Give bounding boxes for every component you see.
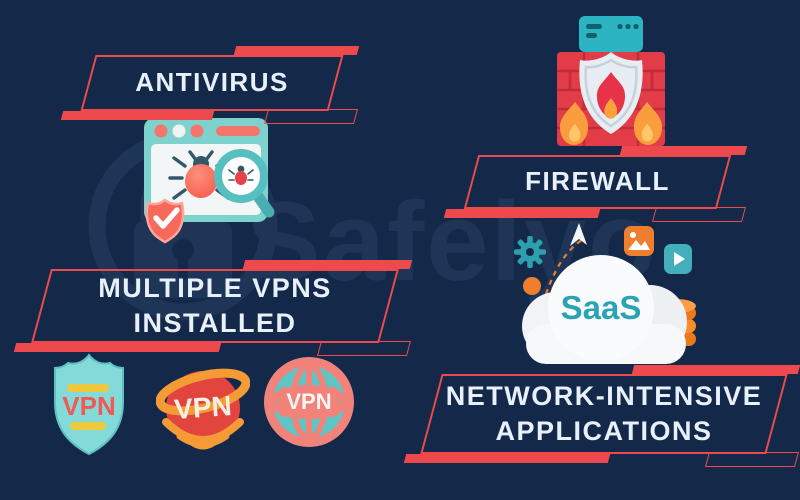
network-apps-label: NETWORK-INTENSIVE APPLICATIONS xyxy=(445,380,763,446)
browser-malware-scan-icon xyxy=(144,118,275,244)
shield-flame-icon xyxy=(579,52,643,134)
orange-dot xyxy=(523,277,541,295)
multiple-vpns-banner: MULTIPLE VPNS INSTALLED xyxy=(13,260,413,356)
vpn-label: VPN xyxy=(62,391,115,421)
vpn-label: VPN xyxy=(173,390,233,425)
play-video-icon xyxy=(664,244,692,274)
growth-arc xyxy=(544,239,583,295)
flame-left-icon xyxy=(559,102,589,145)
antivirus-banner: ANTIVIRUS xyxy=(60,46,360,124)
antivirus-label: ANTIVIRUS xyxy=(135,67,289,98)
saas-label: SaaS xyxy=(561,289,642,326)
cloud-shape xyxy=(522,255,687,364)
saas-cloud-icon: SaaS xyxy=(514,223,696,364)
flame-right-icon xyxy=(633,102,663,145)
magnifier-icon xyxy=(214,149,275,218)
firewall-label: FIREWALL xyxy=(525,166,670,197)
vpn-globe-wireframe-icon: VPN xyxy=(156,368,250,450)
arrow-up-icon xyxy=(570,223,587,246)
firewall-banner: FIREWALL xyxy=(443,146,748,222)
network-apps-banner: NETWORK-INTENSIVE APPLICATIONS xyxy=(403,365,800,467)
vpn-label: VPN xyxy=(286,389,331,414)
image-icon xyxy=(624,226,654,256)
gear-icon xyxy=(514,236,546,268)
vpn-globe-grid-icon: VPN xyxy=(264,357,354,447)
vpn-shield-icon: VPN xyxy=(54,353,124,456)
multiple-vpns-label: MULTIPLE VPNS INSTALLED xyxy=(98,272,332,338)
firewall-shield-flame-icon xyxy=(557,16,665,146)
shield-check-icon xyxy=(145,198,185,244)
